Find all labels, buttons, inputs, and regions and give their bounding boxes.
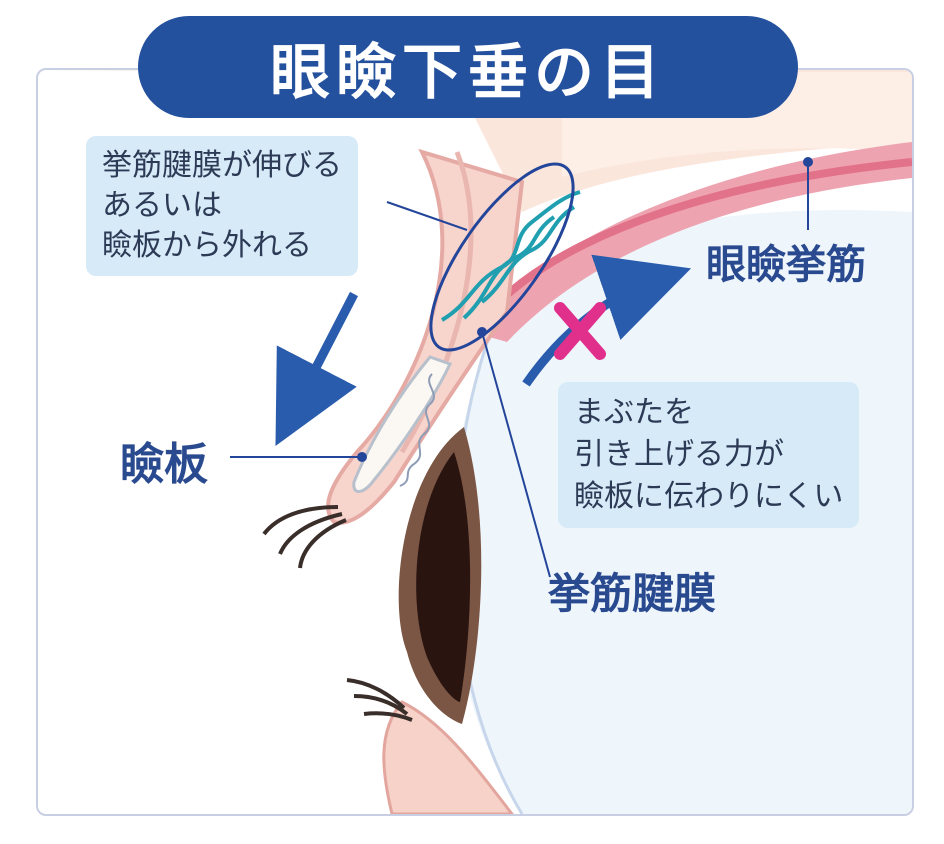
label-tarsus: 瞼板 [120,439,208,490]
tarsus-wave [399,373,435,487]
tendon-note-line-1: 挙筋腱膜が伸びる [102,148,342,183]
leader-tendon-note [386,201,468,231]
levator-muscle-band [478,158,912,323]
aponeurosis-highlight-ellipse [429,162,575,352]
pupil [416,452,471,702]
cross-mark-icon [554,302,606,360]
upper-eyelashes [262,505,347,569]
aponeurosis-fibers [440,190,581,322]
label-levator-muscle: 眼瞼挙筋 [706,242,866,288]
lift-note-line-2: 引き上げる力が [574,437,784,472]
lift-note-line-3: 瞼板に伝わりにくい [574,479,844,514]
lift-force-note: まぶたを 引き上げる力が 瞼板に伝わりにくい [558,382,860,528]
tendon-note-line-2: あるいは [102,188,222,223]
label-aponeurosis: 挙筋腱膜 [548,569,717,618]
tendon-stretch-note: 挙筋腱膜が伸びる あるいは 瞼板から外れる [86,136,358,276]
page-title: 眼瞼下垂の目 [138,16,798,118]
tendon-note-line-3: 瞼板から外れる [102,228,312,263]
lower-eyelashes [346,678,413,722]
lower-eyelid [382,700,514,814]
levator-muscle-shape [472,142,912,342]
lift-note-line-1: まぶたを [574,395,694,430]
tarsus-shape [352,355,453,493]
down-left-arrow-icon [275,291,358,446]
leader-aponeurosis [481,331,551,578]
